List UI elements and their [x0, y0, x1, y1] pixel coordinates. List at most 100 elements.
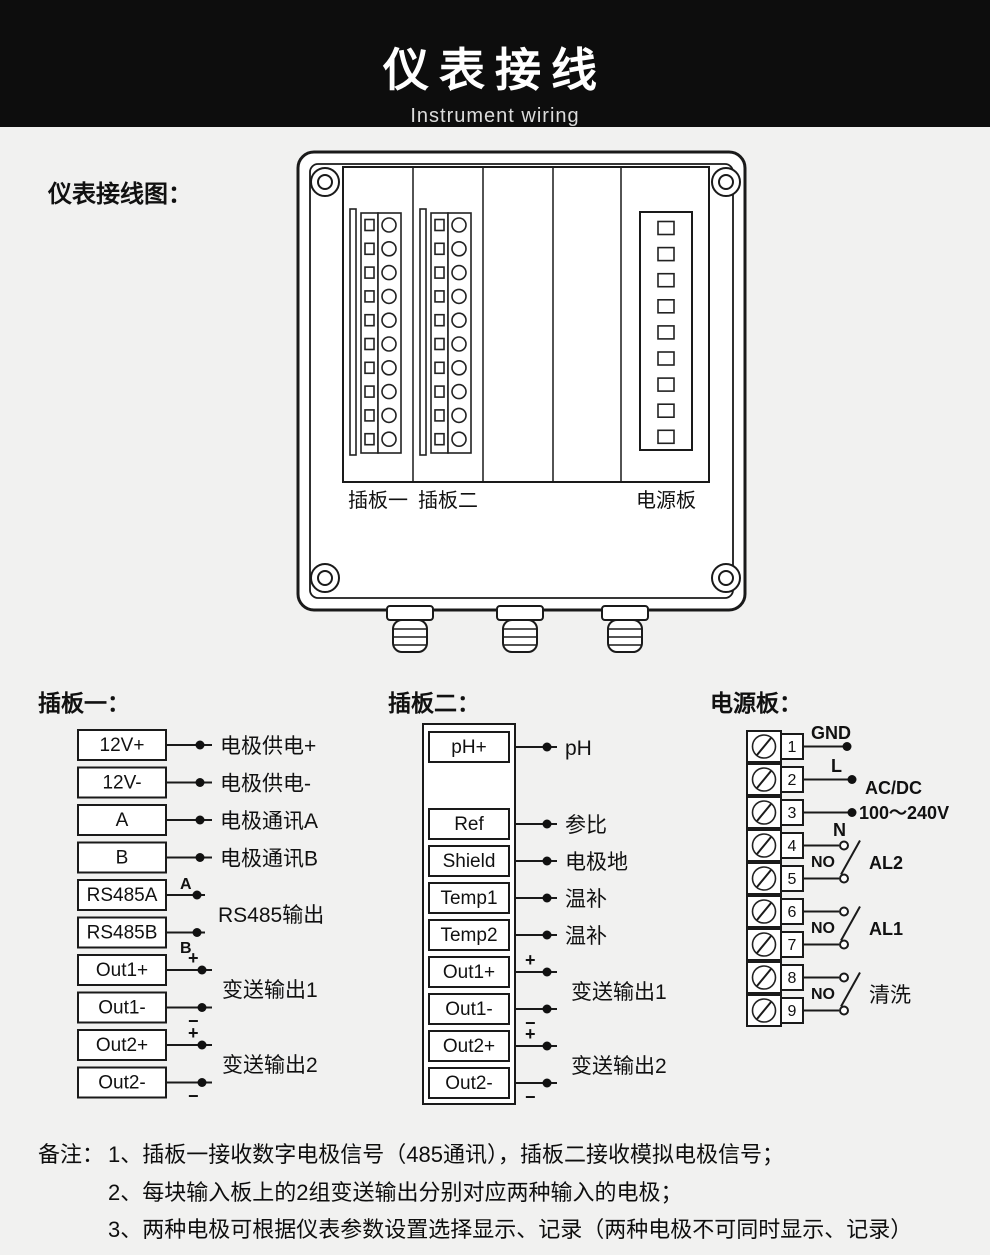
board1-wires: 电极供电+ 电极供电- 电极通讯A 电极通讯B A B RS485输出 + − …: [166, 735, 324, 1106]
terminal-number: 9: [788, 1003, 797, 1020]
power-strip: [639, 211, 693, 451]
wire-label: 电极供电-: [220, 773, 311, 796]
board2-wires: pH 参比 电极地 温补 温补 + − 变送输出1 + − 变送输出2: [515, 737, 667, 1107]
power-wiring: 1 2 3 4 5 6 7 8 9 GND L N: [746, 723, 949, 1027]
wire-label: 变送输出1: [222, 979, 318, 1002]
neutral-label: N: [833, 820, 846, 840]
plus-mark: +: [188, 1023, 199, 1043]
wire-label: 变送输出2: [222, 1054, 318, 1077]
board1-wiring: 12V+ 12V- A B RS485A RS485B Out1+ Out1- …: [77, 729, 324, 1106]
terminal-number: 2: [788, 772, 797, 789]
terminal-number: 7: [788, 937, 797, 954]
relay-arm-icon: [840, 840, 861, 875]
wire-label: 变送输出2: [571, 1055, 667, 1078]
relay-label: AL1: [869, 919, 903, 939]
rs485-b-mark: B: [180, 940, 192, 957]
terminal-label: pH+: [451, 737, 486, 758]
power-terminal-boxes: 1 2 3 4 5 6 7 8 9: [746, 730, 804, 1027]
wire-label: 温补: [565, 888, 607, 911]
no-contact-label: NO: [811, 986, 835, 1003]
board2-terminal-boxes: pH+ Ref Shield Temp1 Temp2 Out1+ Out1- O…: [428, 731, 510, 1099]
minus-mark: −: [525, 1013, 536, 1033]
terminal-number: 8: [788, 970, 797, 987]
wire-label: 参比: [565, 814, 607, 837]
terminal-label: RS485A: [87, 885, 158, 906]
header: 仪表接线 Instrument wiring: [0, 0, 990, 127]
board2-title: 插板二：: [388, 690, 480, 716]
terminal-label: Out1-: [98, 998, 146, 1019]
rs485-a-mark: A: [180, 876, 192, 893]
board1-slot-label: 插板一: [348, 489, 408, 512]
terminal-label: Out2-: [98, 1073, 146, 1094]
relay-label: AL2: [869, 853, 903, 873]
no-contact-label: NO: [811, 854, 835, 871]
terminal-number: 3: [788, 805, 797, 822]
note-item: 3、两种电极可根据仪表参数设置选择显示、记录（两种电极不可同时显示、记录）: [108, 1217, 913, 1242]
wire-label: 电极地: [565, 851, 628, 874]
board2-slot-label: 插板二: [418, 489, 478, 512]
wire-label: 电极通讯B: [220, 848, 318, 871]
wire-label: 电极通讯A: [220, 810, 318, 833]
plus-mark: +: [525, 1024, 536, 1044]
power-title: 电源板：: [710, 690, 802, 716]
note-item: 1、插板一接收数字电极信号（485通讯），插板二接收模拟电极信号；: [108, 1142, 784, 1167]
terminal-label: Out1-: [445, 999, 493, 1020]
terminal-label: 12V+: [100, 735, 145, 756]
terminal-label: A: [116, 810, 129, 831]
screw-icon: [310, 563, 340, 593]
board1-strip: [349, 208, 402, 456]
board2-strip: [419, 208, 472, 456]
terminal-number: 6: [788, 904, 797, 921]
terminal-label: Shield: [443, 851, 496, 872]
terminal-label: Out1+: [96, 960, 148, 981]
terminal-label: Out1+: [443, 962, 495, 983]
screw-icon: [711, 167, 741, 197]
terminal-label: RS485B: [87, 923, 158, 944]
board1-terminal-boxes: 12V+ 12V- A B RS485A RS485B Out1+ Out1- …: [77, 729, 167, 1099]
minus-mark: −: [188, 1086, 199, 1106]
cable-gland-icon: [601, 605, 649, 653]
relay-arm-icon: [840, 906, 861, 941]
no-contact-label: NO: [811, 920, 835, 937]
acdc-label: AC/DC: [865, 778, 922, 798]
wire-label: 变送输出1: [571, 981, 667, 1004]
enclosure-diagram: 插板一 插板二 电源板: [296, 150, 747, 653]
minus-mark: −: [525, 1087, 536, 1107]
page-subtitle: Instrument wiring: [410, 105, 580, 127]
minus-mark: −: [188, 1011, 199, 1031]
acdc-voltage-label: 100～240V: [859, 803, 949, 823]
plus-mark: +: [525, 950, 536, 970]
cable-gland-icon: [496, 605, 544, 653]
power-wires: GND L N AC/DC 100～240V NO AL2 NO AL1: [803, 723, 949, 1016]
plus-mark: +: [188, 948, 199, 968]
terminal-number: 5: [788, 871, 797, 888]
terminal-label: Temp1: [440, 888, 497, 909]
wire-label: RS485输出: [218, 904, 324, 927]
relay-label: 清洗: [869, 984, 911, 1007]
terminal-label: Temp2: [440, 925, 497, 946]
wire-label: pH: [565, 737, 592, 760]
wire-label: 电极供电+: [220, 735, 316, 758]
terminal-label: Ref: [454, 814, 484, 835]
screw-icon: [310, 167, 340, 197]
terminal-label: B: [116, 848, 129, 869]
terminal-label: Out2+: [443, 1036, 495, 1057]
diagram-caption: 仪表接线图：: [48, 181, 192, 208]
terminal-number: 4: [788, 838, 797, 855]
screw-icon: [711, 563, 741, 593]
terminal-label: Out2+: [96, 1035, 148, 1056]
terminal-number: 1: [788, 739, 797, 756]
wire-label: 温补: [565, 925, 607, 948]
board2-wiring: pH+ Ref Shield Temp1 Temp2 Out1+ Out1- O…: [422, 723, 667, 1107]
board1-title: 插板一：: [38, 690, 130, 716]
notes-label: 备注：: [38, 1142, 105, 1167]
page-title: 仪表接线: [383, 44, 607, 96]
notes: 备注： 1、插板一接收数字电极信号（485通讯），插板二接收模拟电极信号； 2、…: [38, 1136, 973, 1249]
terminal-label: 12V-: [102, 773, 141, 794]
power-slot-label: 电源板: [636, 489, 696, 512]
gnd-label: GND: [811, 723, 851, 743]
relay-arm-icon: [840, 972, 861, 1007]
terminal-label: Out2-: [445, 1073, 493, 1094]
cable-gland-icon: [386, 605, 434, 653]
